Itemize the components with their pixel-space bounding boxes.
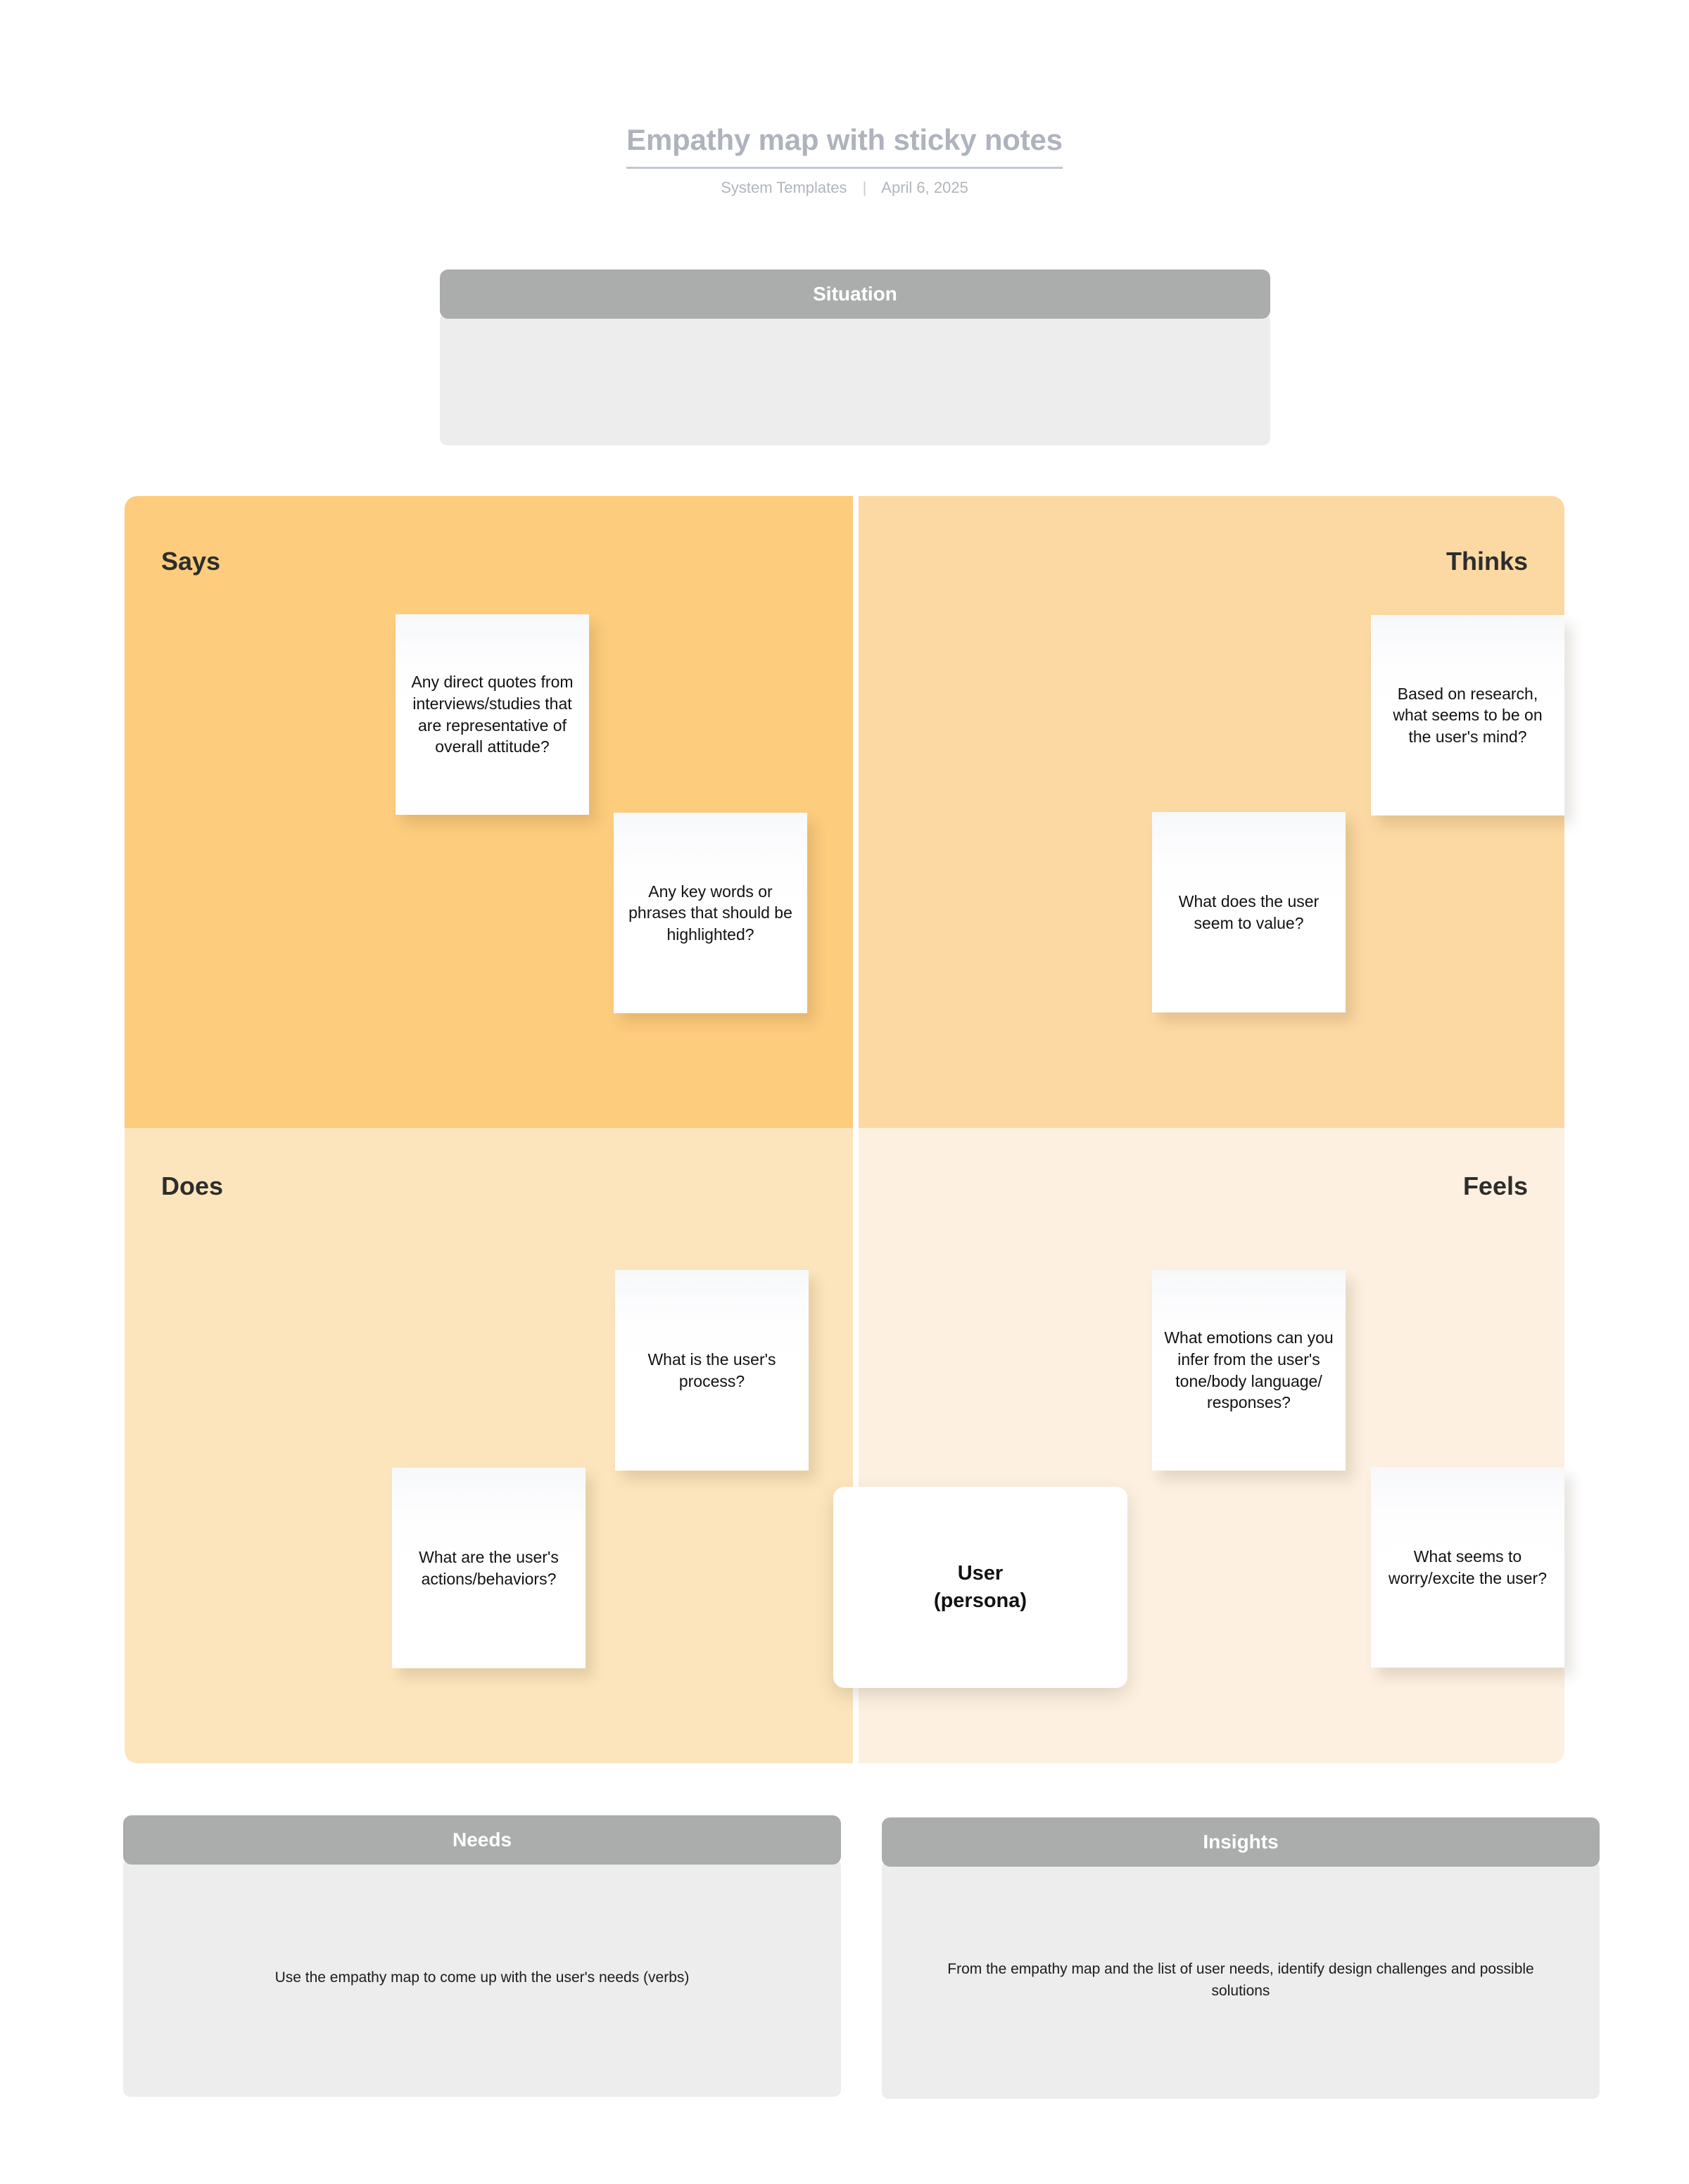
quadrant-label-does: Does (161, 1172, 224, 1200)
sticky-note[interactable]: What is the user's process? (615, 1270, 809, 1471)
meta-separator: | (862, 179, 867, 196)
author-label: System Templates (721, 179, 847, 196)
sticky-note[interactable]: Any direct quotes from interviews/studie… (396, 614, 589, 815)
situation-section: Situation (440, 269, 1270, 445)
document-meta: System Templates | April 6, 2025 (0, 179, 1689, 197)
sticky-note[interactable]: Based on research, what seems to be on t… (1371, 615, 1564, 815)
quadrant-label-thinks: Thinks (1446, 547, 1528, 576)
date-label: April 6, 2025 (881, 179, 968, 196)
sticky-note[interactable]: What seems to worry/excite the user? (1371, 1467, 1564, 1668)
sticky-note[interactable]: What does the user seem to value? (1152, 812, 1346, 1012)
sticky-note[interactable]: Any key words or phrases that should be … (614, 813, 807, 1013)
insights-header: Insights (882, 1817, 1600, 1867)
document-header: Empathy map with sticky notes System Tem… (0, 123, 1689, 197)
needs-header: Needs (123, 1815, 841, 1865)
sticky-note[interactable]: What emotions can you infer from the use… (1152, 1270, 1346, 1471)
insights-body[interactable]: From the empathy map and the list of use… (882, 1861, 1600, 2099)
quadrant-label-says: Says (161, 547, 221, 576)
persona-card[interactable]: User (persona) (833, 1487, 1127, 1688)
insights-section: Insights From the empathy map and the li… (882, 1817, 1600, 2099)
quadrant-label-feels: Feels (1462, 1172, 1528, 1200)
page-title: Empathy map with sticky notes (626, 123, 1063, 169)
needs-section: Needs Use the empathy map to come up wit… (123, 1815, 841, 2097)
situation-body[interactable] (440, 313, 1270, 445)
insights-body-text: From the empathy map and the list of use… (947, 1960, 1534, 2000)
situation-header: Situation (440, 269, 1270, 319)
empathy-quadrant-grid: Says Thinks Does Feels Any direct quotes… (125, 481, 1564, 1763)
sticky-note[interactable]: What are the user's actions/behaviors? (392, 1468, 586, 1668)
needs-body-text: Use the empathy map to come up with the … (274, 1969, 690, 1986)
needs-body[interactable]: Use the empathy map to come up with the … (123, 1859, 841, 2097)
